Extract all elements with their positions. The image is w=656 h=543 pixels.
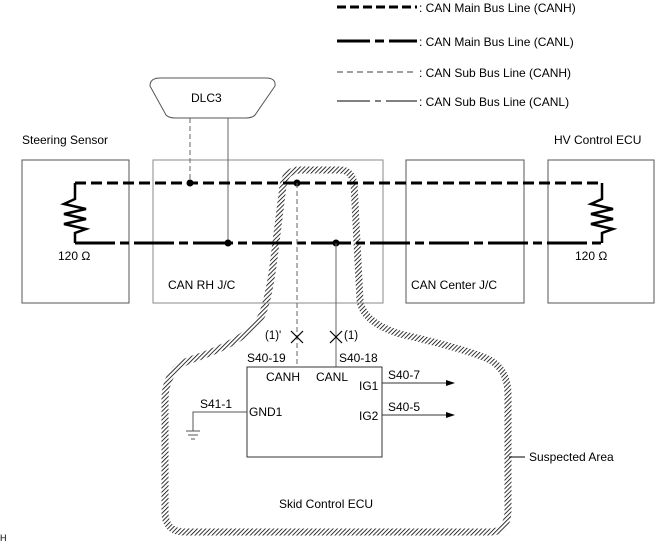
connector-canl: S40-18 [339, 351, 378, 365]
pin-canh: CANH [266, 370, 300, 384]
resistor-left: 120 Ω [58, 183, 91, 263]
break-mark-canh: (1)' [265, 330, 304, 344]
connector-gnd1: S41-1 [200, 397, 232, 411]
legend-item-main-canl: : CAN Main Bus Line (CANL) [337, 35, 574, 49]
can-rh-jc-label: CAN RH J/C [168, 278, 236, 292]
can-center-jc-label: CAN Center J/C [411, 278, 497, 292]
pin-ig2: IG2 [359, 409, 379, 423]
arrow-right-icon [446, 380, 455, 386]
junction-dot [224, 239, 232, 247]
can-rh-jc-box [152, 159, 384, 304]
legend-label: : CAN Main Bus Line (CANH) [419, 1, 576, 15]
ground-icon [186, 430, 200, 440]
steering-sensor-label: Steering Sensor [22, 133, 108, 147]
hv-control-ecu-box [547, 159, 655, 304]
suspected-area-outline [161, 166, 512, 536]
ig1-output: S40-7 [382, 368, 455, 386]
gnd1-wire: S41-1 [186, 397, 247, 440]
break-mark-canh-label: (1)' [265, 330, 281, 342]
break-mark-canl-label: (1) [344, 330, 358, 342]
legend-label: : CAN Sub Bus Line (CANH) [419, 66, 571, 80]
can-center-jc-box [405, 159, 525, 304]
resistor-left-value: 120 Ω [58, 249, 90, 263]
resistor-right-value: 120 Ω [575, 249, 607, 263]
corner-mark: H [0, 533, 7, 543]
legend-item-sub-canh: : CAN Sub Bus Line (CANH) [337, 66, 571, 80]
pin-canl: CANL [316, 370, 348, 384]
legend-label: : CAN Sub Bus Line (CANL) [419, 95, 569, 109]
connector-ig2: S40-5 [388, 400, 420, 414]
dlc3-connector [149, 77, 276, 119]
connector-ig1: S40-7 [388, 368, 420, 382]
resistor-right: 120 Ω [575, 183, 618, 263]
dlc3-label: DLC3 [191, 91, 222, 105]
legend-label: : CAN Main Bus Line (CANL) [419, 35, 574, 49]
arrow-right-icon [446, 412, 455, 418]
junction-dot [186, 179, 194, 187]
resistor-icon [60, 183, 91, 243]
legend: : CAN Main Bus Line (CANH) : CAN Main Bu… [337, 1, 576, 109]
suspected-area-label: Suspected Area [529, 450, 614, 464]
legend-item-sub-canl: : CAN Sub Bus Line (CANL) [337, 95, 569, 109]
ig2-output: S40-5 [382, 400, 455, 418]
connector-canh: S40-19 [247, 351, 286, 365]
pin-ig1: IG1 [359, 379, 379, 393]
break-mark-canl: (1) [329, 330, 358, 344]
skid-control-ecu-label: Skid Control ECU [279, 497, 373, 511]
pin-gnd1: GND1 [249, 405, 283, 419]
resistor-icon [587, 183, 618, 243]
hv-control-ecu-label: HV Control ECU [554, 133, 641, 147]
legend-item-main-canh: : CAN Main Bus Line (CANH) [337, 1, 576, 15]
steering-sensor-box [21, 159, 130, 304]
